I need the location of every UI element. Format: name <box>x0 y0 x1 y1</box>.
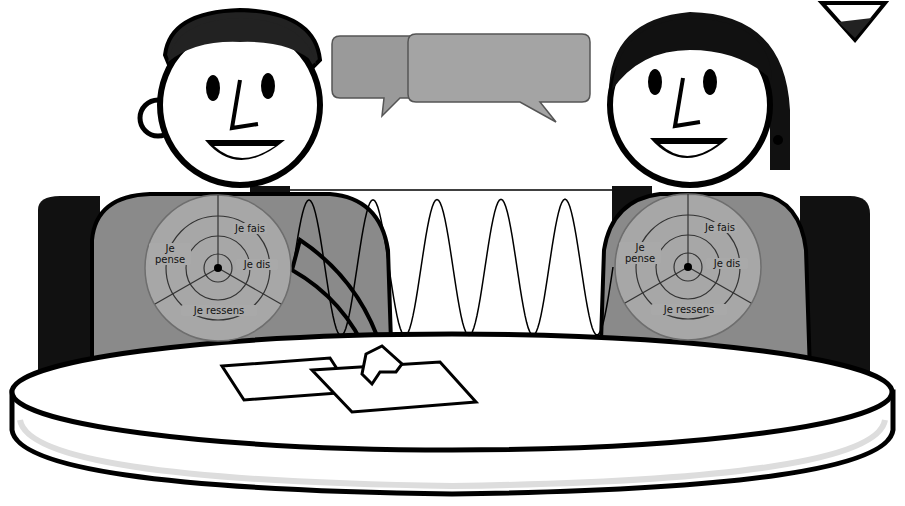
wheel-label: Je pense <box>149 243 191 265</box>
wheel-label: Je pense <box>619 242 661 264</box>
wheel-label: Je ressens <box>651 304 727 315</box>
wheel-label: Je fais <box>703 222 737 233</box>
wheel-label: Je fais <box>233 223 267 234</box>
wheel-label: Je ressens <box>181 305 257 316</box>
wave-connector <box>293 199 613 336</box>
feelings-wheel: Je pense Je fais Je dis Je ressens <box>143 193 293 343</box>
wheel-label: Je dis <box>236 259 278 270</box>
wheel-label: Je dis <box>706 258 748 269</box>
feelings-wheel: Je pense Je fais Je dis Je ressens <box>613 192 763 342</box>
